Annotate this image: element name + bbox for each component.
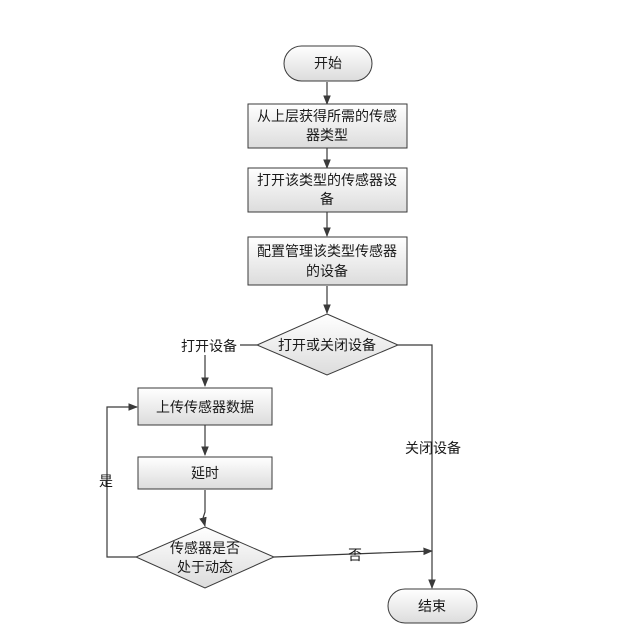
- edges: [106, 82, 436, 589]
- node-start: 开始: [283, 45, 373, 82]
- node-get-types: 从上层获得所需的传感 器类型: [247, 103, 408, 149]
- node-end-label: 结束: [418, 599, 446, 615]
- node-open-device-line2: 备: [320, 191, 334, 208]
- node-decision-dynamic: 传感器是否 处于动态: [134, 526, 276, 589]
- node-get-types-line1: 从上层获得所需的传感: [257, 108, 397, 125]
- edge-yes-loop: [106, 403, 138, 558]
- edge-label-yes: 是: [99, 474, 113, 490]
- node-upload-label: 上传传感器数据: [156, 399, 254, 416]
- node-decision-dynamic-line2: 处于动态: [177, 560, 233, 576]
- node-end: 结束: [387, 588, 478, 624]
- edge-delay-to-decision-dynamic: [199, 490, 207, 527]
- edge-label-close: 关闭设备: [405, 440, 461, 457]
- node-config-device-line1: 配置管理该类型传感器: [257, 243, 397, 260]
- edge-label-open: 打开设备: [181, 338, 237, 355]
- node-delay-label: 延时: [191, 466, 219, 482]
- node-delay: 延时: [137, 456, 273, 490]
- edge-close-branch: [398, 344, 436, 589]
- node-open-device-line1: 打开该类型的传感器设: [257, 172, 397, 189]
- node-decision-open-close: 打开或关闭设备: [255, 313, 400, 376]
- edge-label-no: 否: [348, 548, 362, 564]
- edge-no-branch: [273, 547, 433, 558]
- node-decision-open-close-label: 打开或关闭设备: [278, 337, 376, 354]
- node-upload: 上传传感器数据: [137, 387, 273, 426]
- node-open-device: 打开该类型的传感器设 备: [247, 167, 408, 213]
- node-decision-dynamic-line1: 传感器是否: [170, 540, 240, 557]
- node-config-device: 配置管理该类型传感器 的设备: [247, 236, 408, 286]
- node-start-label: 开始: [314, 56, 342, 72]
- node-get-types-line2: 器类型: [306, 128, 348, 144]
- node-config-device-line2: 的设备: [306, 263, 348, 280]
